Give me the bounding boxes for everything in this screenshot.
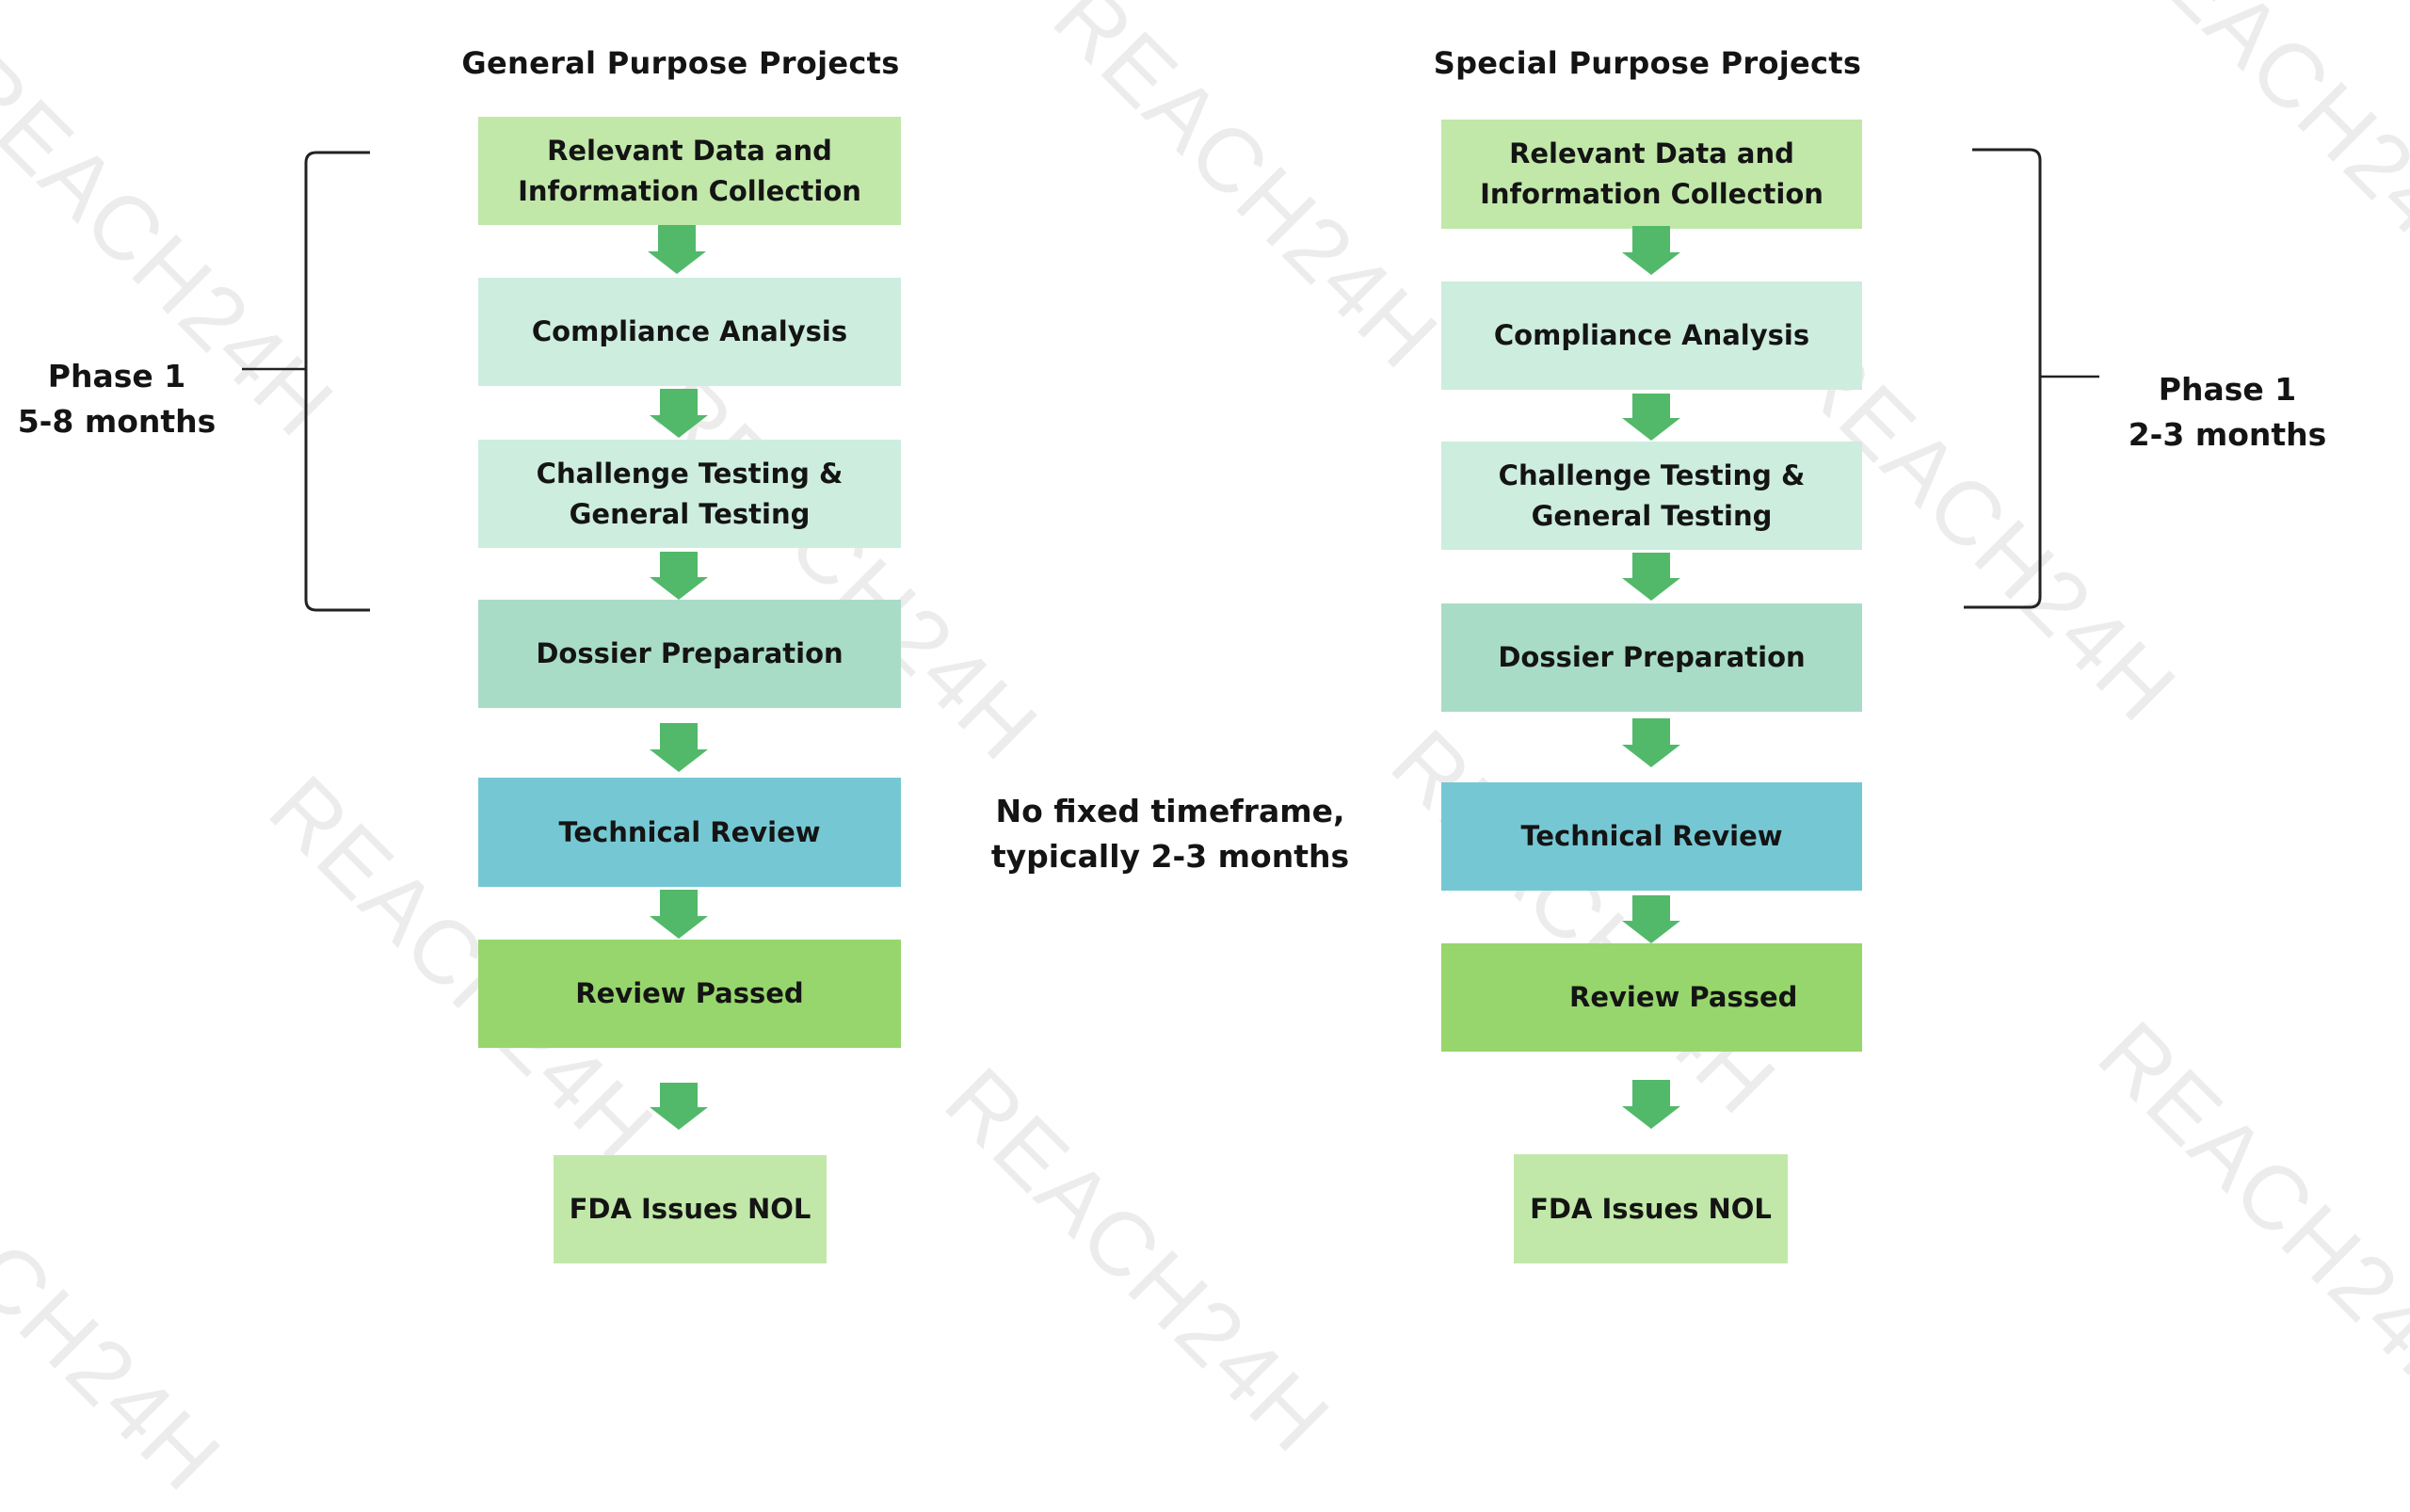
phase-1-bracket-special <box>1964 148 2099 609</box>
down-arrow-icon <box>650 723 708 772</box>
watermark: REACH24H <box>1034 0 1457 389</box>
step-label: Dossier Preparation <box>536 637 844 669</box>
step-label: Review Passed <box>575 977 804 1009</box>
watermark: REACH24H <box>925 1049 1349 1472</box>
step-technical-review: Technical Review <box>1441 782 1862 891</box>
down-arrow-icon <box>1622 1080 1680 1129</box>
note-line-2: typically 2-3 months <box>990 838 1350 875</box>
step-label: Challenge Testing & General Testing <box>536 457 844 530</box>
down-arrow-icon <box>650 552 708 600</box>
special-purpose-title: Special Purpose Projects <box>1433 45 1862 81</box>
down-arrow-icon <box>650 890 708 939</box>
step-label: Challenge Testing & General Testing <box>1498 458 1806 532</box>
down-arrow-icon <box>1622 394 1680 441</box>
step-label: Technical Review <box>1520 820 1783 852</box>
phase-name: Phase 1 <box>2158 371 2297 408</box>
phase-label-general: Phase 1 5-8 months <box>18 354 217 444</box>
down-arrow-icon <box>650 1083 708 1130</box>
step-label: Dossier Preparation <box>1498 641 1806 673</box>
step-label: Relevant Data and Information Collection <box>1480 137 1824 210</box>
step-testing: Challenge Testing & General Testing <box>1441 442 1862 550</box>
step-compliance-analysis: Compliance Analysis <box>1441 281 1862 390</box>
step-label: Review Passed <box>1569 981 1798 1013</box>
step-dossier-preparation: Dossier Preparation <box>478 600 901 708</box>
step-label: Compliance Analysis <box>531 315 848 347</box>
step-label: Technical Review <box>558 815 821 848</box>
phase-label-special: Phase 1 2-3 months <box>2129 367 2327 458</box>
review-timeframe-note: No fixed timeframe, typically 2-3 months <box>991 789 1349 879</box>
down-arrow-icon <box>1622 226 1680 275</box>
step-fda-issues-nol: FDA Issues NOL <box>1514 1154 1788 1263</box>
step-data-collection: Relevant Data and Information Collection <box>1441 120 1862 229</box>
step-label: FDA Issues NOL <box>1530 1192 1772 1225</box>
step-label: FDA Issues NOL <box>569 1193 811 1225</box>
watermark: REACH24H <box>1372 711 1795 1134</box>
watermark: REACH24H <box>0 1087 240 1511</box>
step-testing: Challenge Testing & General Testing <box>478 440 901 548</box>
watermark: REACH24H <box>2095 0 2410 304</box>
step-compliance-analysis: Compliance Analysis <box>478 278 901 386</box>
step-fda-issues-nol: FDA Issues NOL <box>554 1155 827 1263</box>
general-purpose-title: General Purpose Projects <box>461 45 900 81</box>
step-data-collection: Relevant Data and Information Collection <box>478 117 901 225</box>
down-arrow-icon <box>1622 718 1680 767</box>
phase-duration: 2-3 months <box>2128 416 2327 453</box>
phase-duration: 5-8 months <box>17 403 217 440</box>
down-arrow-icon <box>1622 553 1680 601</box>
phase-name: Phase 1 <box>47 358 186 394</box>
step-review-passed: Review Passed <box>478 940 901 1048</box>
step-dossier-preparation: Dossier Preparation <box>1441 603 1862 712</box>
step-review-passed: Review Passed <box>1441 943 1862 1052</box>
step-label: Compliance Analysis <box>1493 319 1810 351</box>
watermark: REACH24H <box>2079 1003 2410 1426</box>
down-arrow-icon <box>650 389 708 438</box>
down-arrow-icon <box>1622 895 1680 943</box>
down-arrow-icon <box>648 225 706 274</box>
note-line-1: No fixed timeframe, <box>995 793 1345 829</box>
phase-1-bracket-general <box>242 151 370 612</box>
step-label: Relevant Data and Information Collection <box>518 134 861 207</box>
step-technical-review: Technical Review <box>478 778 901 887</box>
